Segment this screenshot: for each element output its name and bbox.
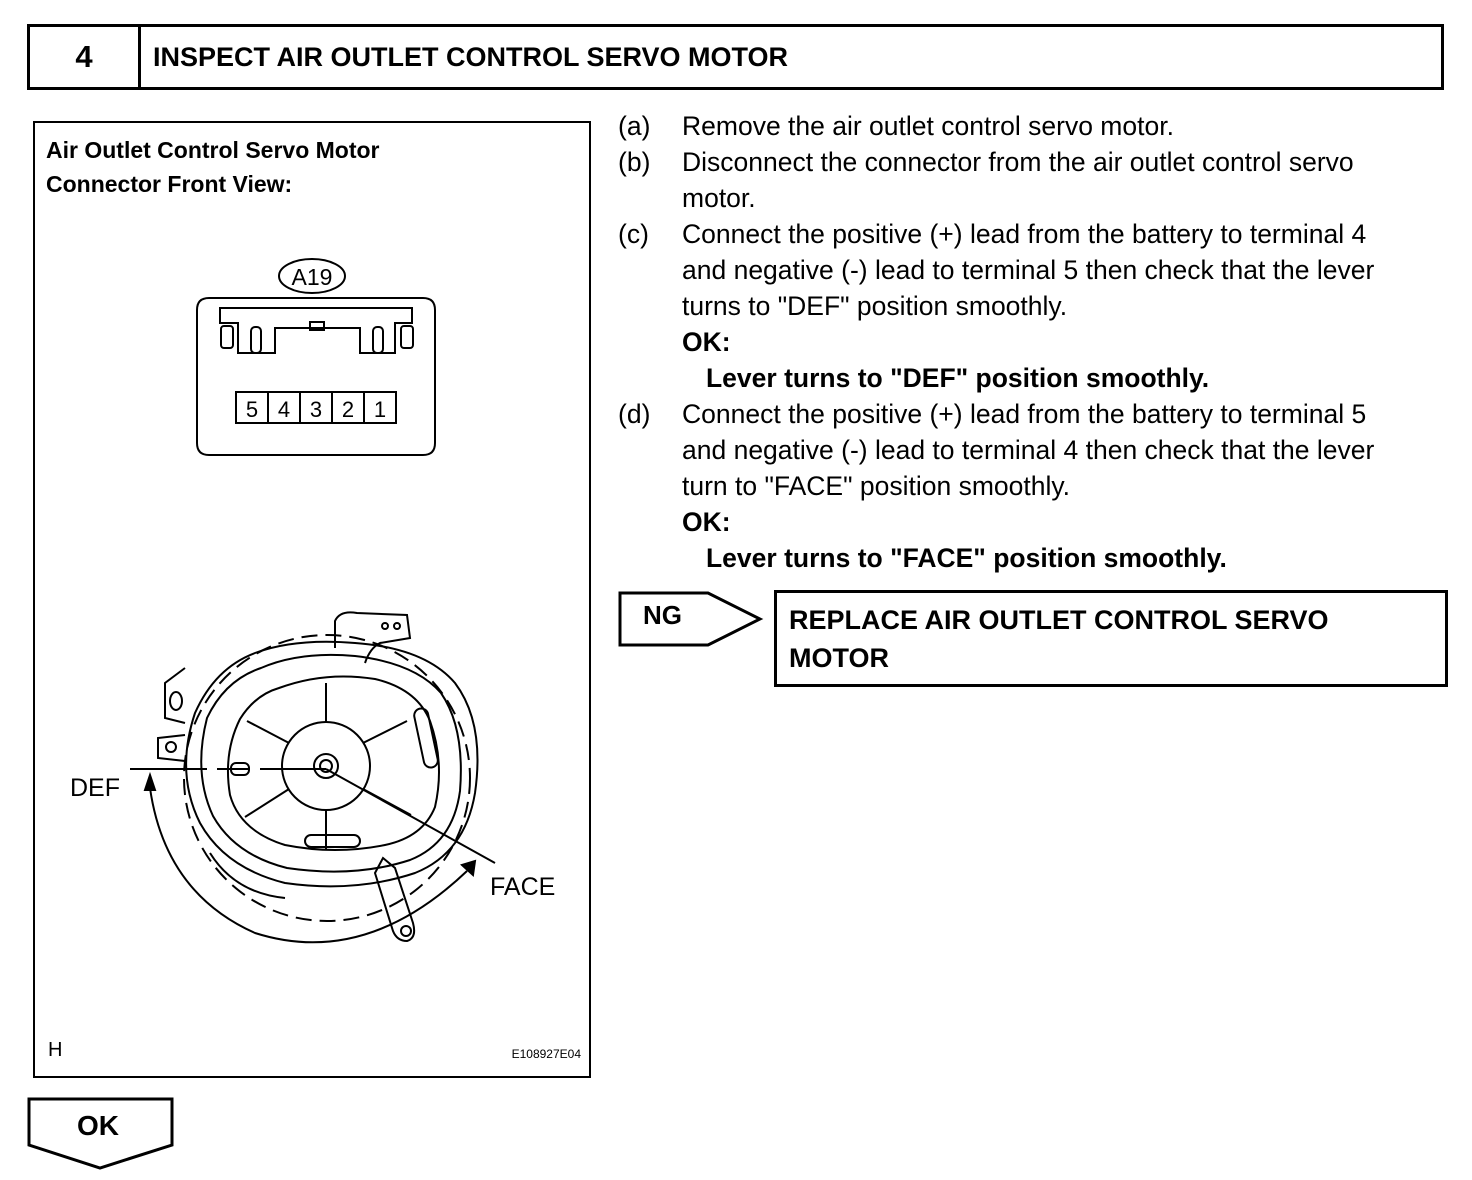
connector-latch [219, 307, 413, 354]
position-indicators [130, 768, 496, 944]
servo-motor-figure: Air Outlet Control Servo Motor Connector… [33, 121, 591, 1078]
ok-criteria-result: Lever turns to "FACE" position smoothly. [706, 543, 1227, 573]
step-header: 4 INSPECT AIR OUTLET CONTROL SERVO MOTOR [27, 24, 1444, 90]
step-number: 4 [30, 27, 141, 87]
connector-housing [196, 297, 436, 456]
ng-label: NG [643, 600, 682, 630]
terminal-label: 3 [310, 397, 322, 422]
connector-id-label: A19 [292, 264, 333, 290]
travel-arc [149, 787, 468, 944]
terminal-label: 1 [374, 397, 386, 422]
step-text: Disconnect the connector from the air ou… [682, 147, 1354, 213]
face-line [325, 768, 496, 864]
step-a: (a) Remove the air outlet control servo … [618, 108, 1458, 144]
servo-motor-drawing: A19 5 4 3 2 1 [130, 258, 496, 944]
step-text: Remove the air outlet control servo moto… [682, 111, 1174, 141]
step-c: (c) Connect the positive (+) lead from t… [618, 216, 1458, 396]
face-label: FACE [490, 873, 556, 901]
figure-caption: Air Outlet Control Servo Motor Connector… [46, 137, 380, 197]
lever-travel-outline [183, 634, 471, 922]
step-letter: (b) [618, 147, 651, 177]
step-d: (d) Connect the positive (+) lead from t… [618, 396, 1458, 576]
ok-label: OK [77, 1110, 119, 1141]
figure-corner-letter: H [48, 1039, 63, 1061]
step-letter: (c) [618, 219, 649, 249]
connector-id-bubble [278, 258, 346, 294]
step-text: Connect the positive (+) lead from the b… [682, 399, 1375, 501]
connector-drawing [196, 258, 436, 456]
step-letter: (a) [618, 111, 651, 141]
ok-criteria-result: Lever turns to "DEF" position smoothly. [706, 363, 1210, 393]
step-text: Connect the positive (+) lead from the b… [682, 219, 1375, 321]
figure-code: E108927E04 [511, 1047, 581, 1061]
terminal-label: 2 [342, 397, 354, 422]
ok-criteria-label: OK: [682, 327, 731, 357]
ok-arrow-icon [27, 1097, 174, 1170]
def-label: DEF [70, 774, 120, 802]
terminal-block [235, 391, 397, 424]
servo-motor-body [157, 611, 479, 943]
step-letter: (d) [618, 399, 651, 429]
terminal-label: 4 [278, 397, 290, 422]
ok-criteria-label: OK: [682, 507, 731, 537]
step-b: (b) Disconnect the connector from the ai… [618, 144, 1458, 216]
procedure-steps: (a) Remove the air outlet control servo … [618, 108, 1458, 576]
terminal-label: 5 [246, 397, 258, 422]
ng-arrow-icon [618, 591, 764, 647]
ng-action-box: REPLACE AIR OUTLET CONTROL SERVO MOTOR [774, 590, 1448, 687]
step-title: INSPECT AIR OUTLET CONTROL SERVO MOTOR [153, 41, 789, 72]
